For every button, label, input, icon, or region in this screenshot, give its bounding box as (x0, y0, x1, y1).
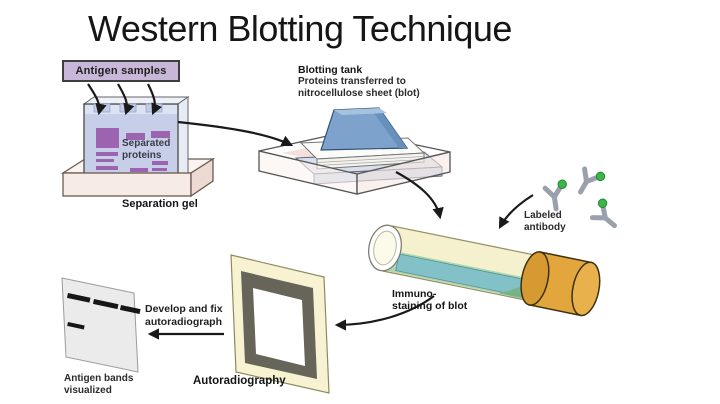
film-illustration (61, 277, 141, 373)
autoradiography-label: Autoradiography (193, 375, 286, 387)
labeled-antibody-label: Labeled antibody (524, 210, 566, 233)
arrow-sample-1 (87, 83, 107, 116)
arrow-tank-to-tube (395, 171, 444, 220)
autoradiograph-frame (230, 254, 330, 394)
develop-fix-label: Develop and fix autoradiograph (145, 303, 223, 328)
blotting-tank-description: Proteins transferred to nitrocellulose s… (298, 76, 420, 99)
arrow-sample-3 (147, 83, 162, 116)
separated-proteins-label: Separated proteins (122, 138, 171, 161)
arrow-sample-2 (117, 83, 135, 116)
arrow-tube-to-frame (334, 295, 435, 331)
antibody-icon (544, 180, 569, 210)
arrow-antibody-to-tube (498, 194, 534, 230)
blotting-tank-illustration (258, 107, 451, 195)
blotting-weight (320, 107, 409, 151)
separation-gel-label: Separation gel (122, 198, 198, 210)
film-bands (66, 293, 141, 330)
antibody-icon (588, 197, 623, 231)
blotting-tank-title: Blotting tank (298, 64, 363, 76)
blotting-tank-label: Blotting tank Proteins transferred to ni… (298, 64, 420, 99)
immunostaining-label: Immuno- staining of blot (392, 288, 468, 312)
page-title: Western Blotting Technique (88, 8, 512, 49)
tube-opening (368, 224, 402, 272)
antibody-icon (574, 164, 607, 199)
antigen-samples-label: Antigen samples (62, 60, 180, 82)
antigen-bands-label: Antigen bands visualized (64, 373, 134, 396)
arrow-gel-to-tank (177, 120, 294, 147)
tube-cap (520, 251, 601, 317)
test-tube-illustration (368, 224, 601, 317)
flow-arrows (87, 83, 534, 340)
